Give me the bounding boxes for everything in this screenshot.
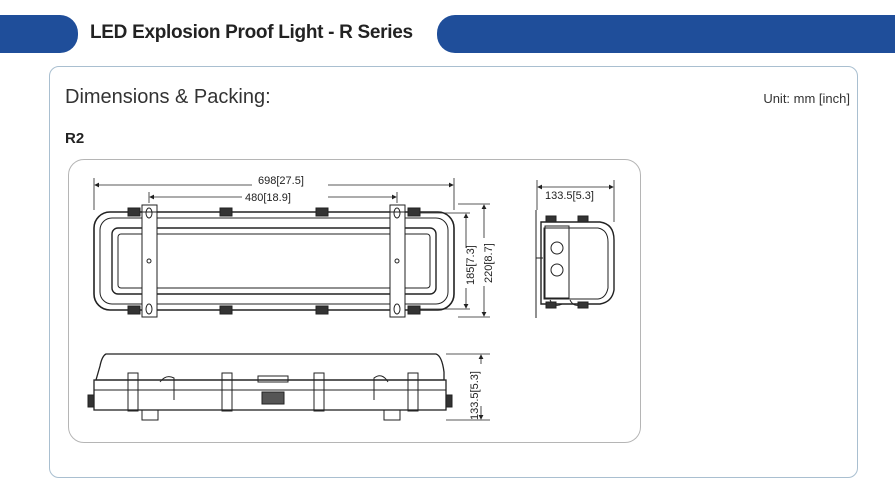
section-title: Dimensions & Packing: xyxy=(65,86,271,108)
end-view xyxy=(535,210,615,318)
unit-label: Unit: mm [inch] xyxy=(763,91,850,106)
dim-mount-height: 185[7.3] xyxy=(465,245,477,285)
dim-overall-height: 220[8.7] xyxy=(483,243,495,283)
header-bar-left xyxy=(0,15,78,53)
top-view xyxy=(93,204,455,318)
dim-width: 133.5[5.3] xyxy=(545,190,594,202)
dim-overall-length: 698[27.5] xyxy=(258,175,304,187)
header-bar-right xyxy=(437,15,895,53)
dimension-drawing: 698[27.5] 480[18.9] 185[7.3] 220[8.7] 13… xyxy=(87,175,615,421)
side-view xyxy=(87,353,453,421)
drawing-frame xyxy=(68,159,641,443)
dim-side-depth: 133.5[5.3] xyxy=(469,371,481,420)
dim-mount-spacing: 480[18.9] xyxy=(245,192,291,204)
model-label: R2 xyxy=(65,130,85,147)
page-title: LED Explosion Proof Light - R Series xyxy=(90,22,413,43)
